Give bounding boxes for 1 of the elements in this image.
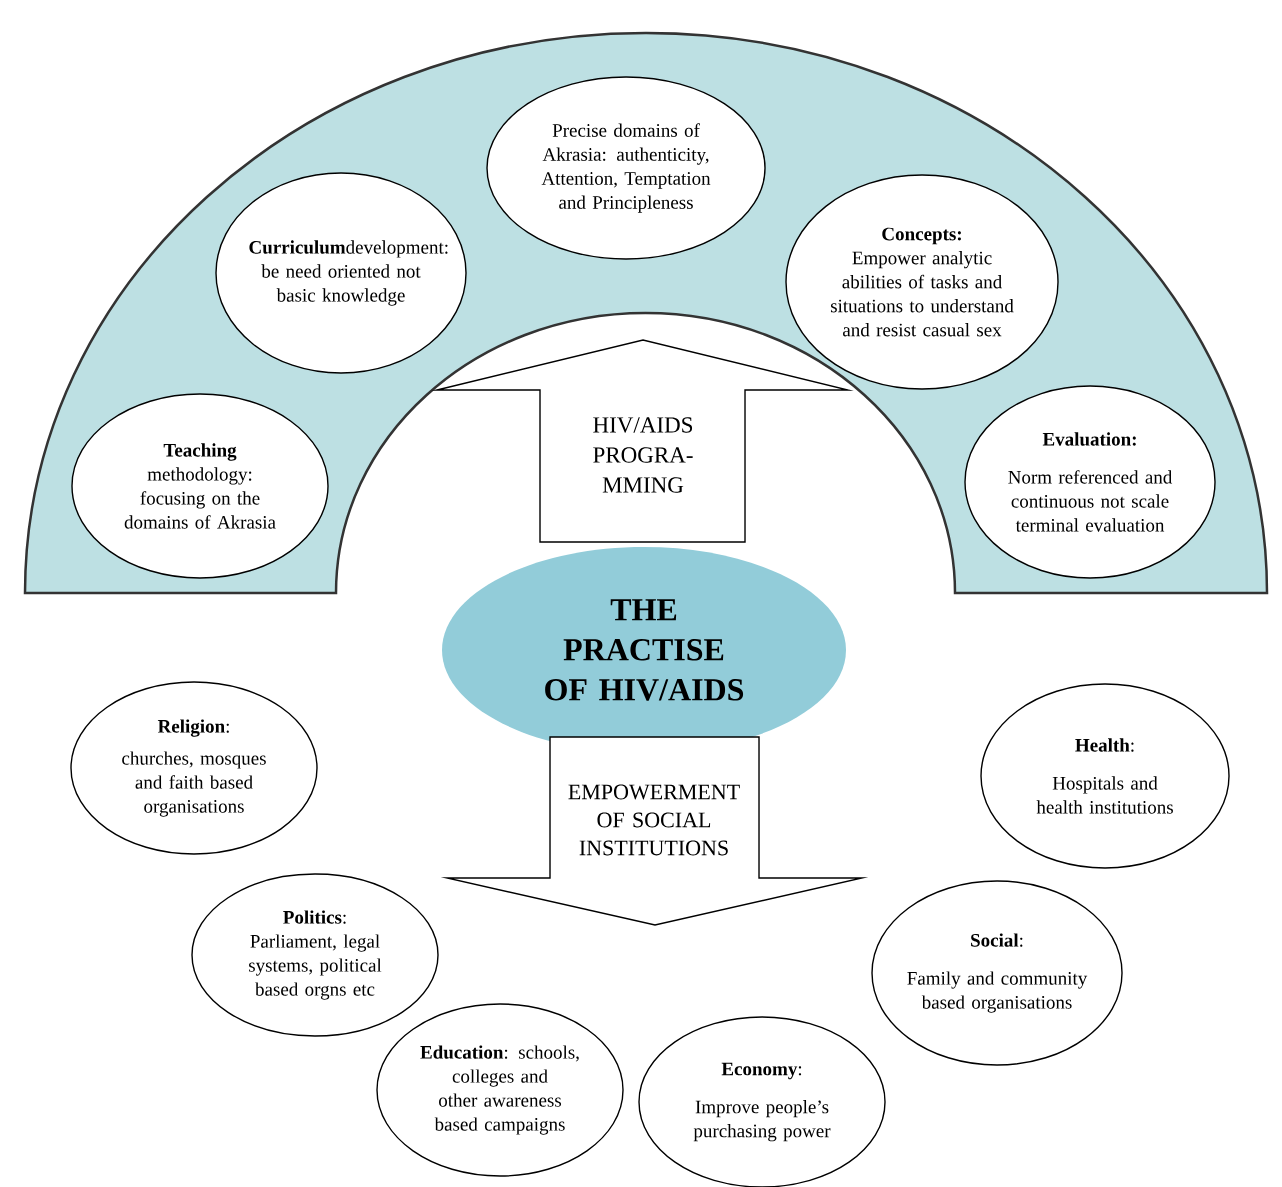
pointed-panel: EMPOWERMENT OF SOCIAL INSTITUTIONS [440,736,869,926]
